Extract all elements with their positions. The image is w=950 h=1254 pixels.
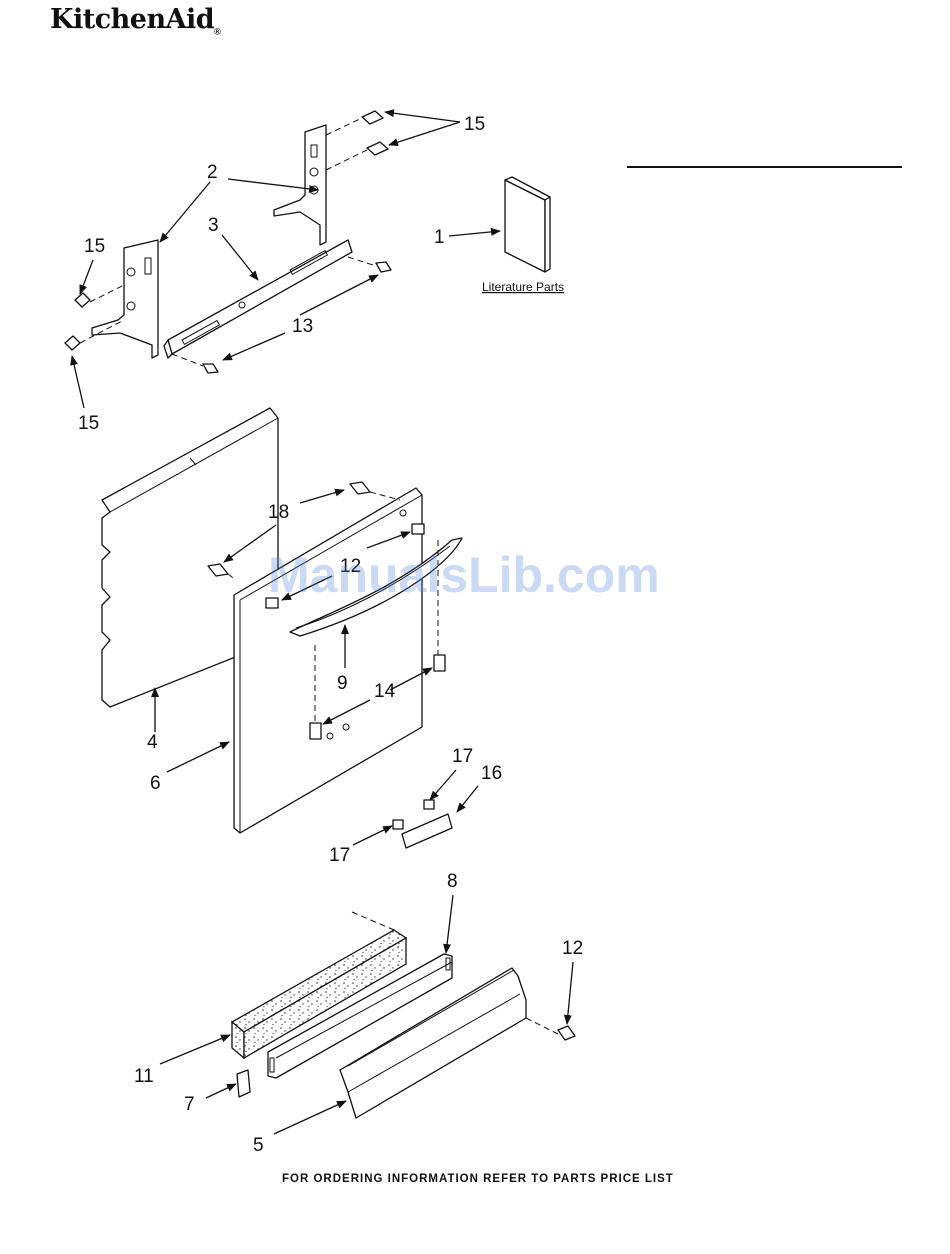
watermark: ManualsLib.com [268,546,660,604]
footer-note: FOR ORDERING INFORMATION REFER TO PARTS … [282,1173,674,1185]
callout-label: 13 [292,316,313,337]
literature-parts-label: Literature Parts [482,280,564,294]
bracket-rail [164,240,352,358]
callout-label: 9 [337,673,348,694]
clip [237,1070,250,1097]
callout-label: 18 [268,502,289,523]
callout-label: 17 [452,746,473,767]
callout-label: 3 [208,215,219,236]
left-mounting-bracket [92,240,158,358]
callout-label: 12 [562,938,583,959]
callout-label: 8 [447,871,458,892]
callout-label: 11 [134,1066,154,1087]
callout-label: 5 [253,1135,264,1156]
callout-label: 16 [481,763,502,784]
callout-label: 2 [207,162,218,183]
callout-label: 1 [434,227,445,248]
callout-label: 15 [84,236,105,257]
callout-label: 4 [147,732,158,753]
literature-book [505,177,550,272]
callout-label: 15 [464,114,485,135]
access-panel [340,968,558,1118]
badge-and-nuts [393,800,452,848]
screw-lower [558,1026,575,1040]
callout-label: 6 [150,773,161,794]
callout-label: 15 [78,413,99,434]
callout-label: 7 [184,1094,195,1115]
callout-label: 17 [329,845,350,866]
callout-label: 14 [374,681,396,702]
